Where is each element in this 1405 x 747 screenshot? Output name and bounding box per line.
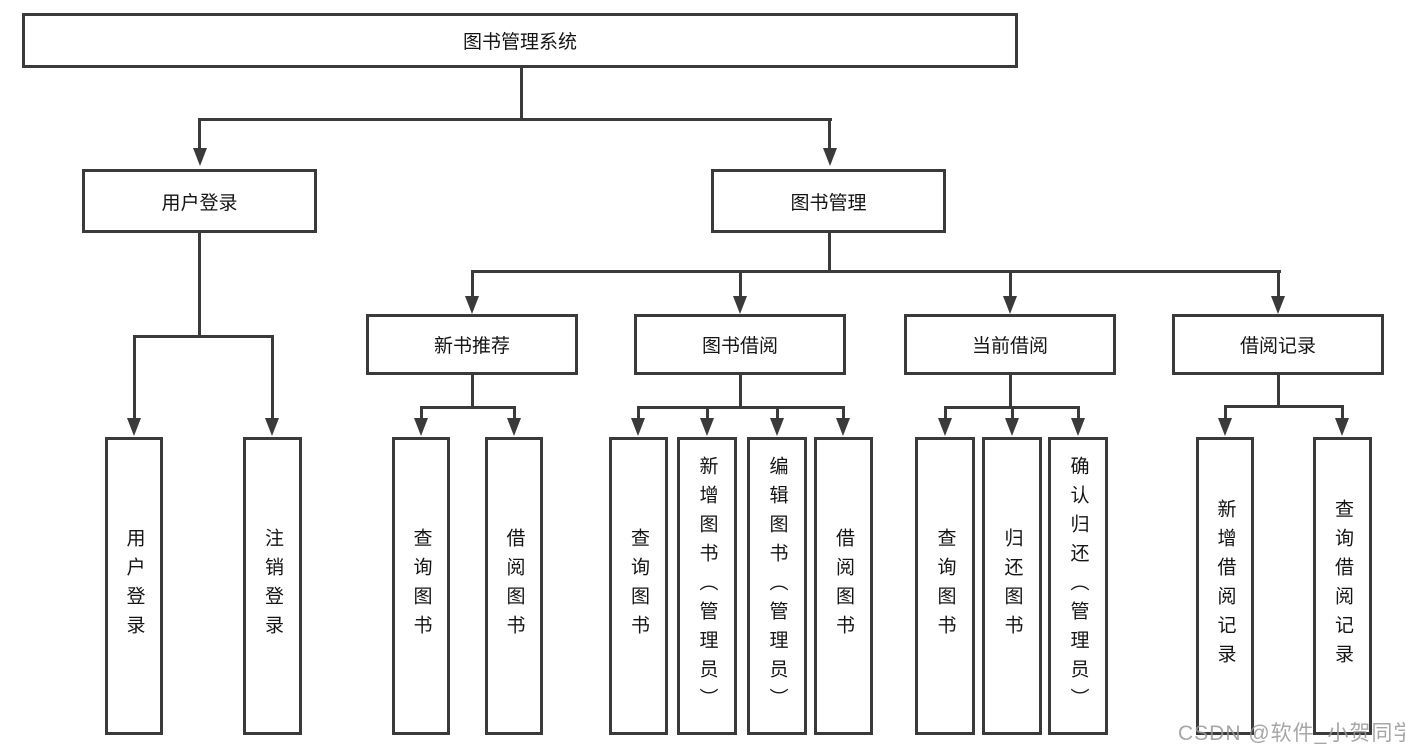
node-current-borrowing: 当前借阅 bbox=[904, 314, 1116, 375]
node-label: 新增借阅记录 bbox=[1214, 499, 1236, 673]
node-book-borrowing: 图书借阅 bbox=[634, 314, 846, 375]
arrowhead-icon bbox=[507, 418, 521, 436]
connector-leaf-drop bbox=[1011, 406, 1014, 418]
leaf-query-books-new: 查询图书 bbox=[392, 437, 450, 735]
connector-leaf-drop bbox=[513, 406, 516, 418]
arrowhead-icon bbox=[414, 418, 428, 436]
connector-level3-drop bbox=[739, 270, 742, 296]
connector-leaf-drop bbox=[1077, 406, 1080, 418]
connector-root-stem bbox=[520, 68, 523, 121]
arrowhead-icon bbox=[193, 148, 207, 166]
csdn-watermark: CSDN @软件_小贺同学 bbox=[1178, 722, 1405, 745]
node-user-login: 用户登录 bbox=[82, 169, 317, 233]
connector-new-books-rail bbox=[420, 406, 516, 409]
connector-level3-rail bbox=[471, 270, 1281, 273]
node-label: 图书管理系统 bbox=[462, 32, 577, 53]
connector-user-login-stem bbox=[198, 233, 201, 338]
leaf-query-books-borrowing: 查询图书 bbox=[609, 437, 668, 735]
leaf-user-login: 用户登录 bbox=[105, 437, 163, 735]
connector-level2-rail bbox=[198, 118, 832, 121]
connector-level3-drop bbox=[471, 270, 474, 296]
leaf-borrow-books-borrowing: 借阅图书 bbox=[814, 437, 873, 735]
connector-leaf-drop bbox=[776, 406, 779, 418]
arrowhead-icon bbox=[1003, 296, 1017, 314]
connector-book-mgmt-stem bbox=[828, 233, 831, 273]
connector-leaf-drop bbox=[1341, 405, 1344, 418]
leaf-query-borrow-record: 查询借阅记录 bbox=[1313, 437, 1372, 735]
connector-level3-drop bbox=[1277, 270, 1280, 296]
arrowhead-icon bbox=[1271, 296, 1285, 314]
arrowhead-icon bbox=[1335, 418, 1349, 436]
arrowhead-icon bbox=[631, 418, 645, 436]
node-label: 查询借阅记录 bbox=[1332, 499, 1353, 673]
arrowhead-icon bbox=[700, 418, 714, 436]
arrowhead-icon bbox=[1005, 418, 1019, 436]
connector-current-borrowing-stem bbox=[1009, 375, 1012, 409]
arrowhead-icon bbox=[465, 296, 479, 314]
node-borrowing-records: 借阅记录 bbox=[1172, 314, 1384, 375]
arrowhead-icon bbox=[127, 418, 141, 436]
leaf-confirm-return-admin: 确认归还（管理员） bbox=[1048, 437, 1108, 735]
arrowhead-icon bbox=[938, 418, 952, 436]
node-label: 当前借阅 bbox=[971, 336, 1048, 357]
node-library-management-system: 图书管理系统 bbox=[22, 13, 1018, 68]
node-label: 注销登录 bbox=[262, 528, 283, 644]
leaf-add-borrow-record: 新增借阅记录 bbox=[1196, 437, 1254, 735]
node-label: 归还图书 bbox=[1001, 528, 1023, 644]
node-label: 借阅图书 bbox=[503, 528, 525, 644]
connector-borrowing-records-rail bbox=[1224, 405, 1344, 408]
connector-leaf-drop bbox=[637, 406, 640, 418]
leaf-logout: 注销登录 bbox=[243, 437, 302, 735]
arrowhead-icon bbox=[836, 418, 850, 436]
arrowhead-icon bbox=[1218, 418, 1232, 436]
leaf-edit-book-admin: 编辑图书（管理员） bbox=[747, 437, 807, 735]
node-label: 借阅记录 bbox=[1239, 336, 1316, 357]
connector-book-mgmt-drop bbox=[828, 118, 831, 148]
node-label: 借阅图书 bbox=[833, 528, 854, 644]
node-label: 查询图书 bbox=[410, 528, 432, 644]
leaf-query-books-current: 查询图书 bbox=[915, 437, 975, 735]
node-label: 图书管理 bbox=[790, 192, 867, 214]
node-label: 图书借阅 bbox=[701, 336, 778, 357]
connector-level3-drop bbox=[1009, 270, 1012, 296]
connector-leaf-drop bbox=[842, 406, 845, 418]
node-label: 新书推荐 bbox=[433, 336, 510, 357]
arrowhead-icon bbox=[770, 418, 784, 436]
arrowhead-icon bbox=[265, 418, 279, 436]
arrowhead-icon bbox=[733, 296, 747, 314]
connector-user-login-drop bbox=[198, 118, 201, 148]
node-label: 查询图书 bbox=[934, 528, 956, 644]
connector-new-books-stem bbox=[471, 375, 474, 409]
node-label: 用户登录 bbox=[161, 192, 238, 214]
leaf-borrow-books-new: 借阅图书 bbox=[485, 437, 543, 735]
node-label: 确认归还（管理员） bbox=[1067, 455, 1089, 717]
node-book-management: 图书管理 bbox=[711, 169, 946, 233]
connector-book-borrowing-stem bbox=[739, 375, 742, 409]
arrowhead-icon bbox=[1071, 418, 1085, 436]
connector-leaf-drop bbox=[706, 406, 709, 418]
connector-leaf-drop bbox=[1224, 405, 1227, 418]
leaf-add-book-admin: 新增图书（管理员） bbox=[677, 437, 737, 735]
node-label: 查询图书 bbox=[628, 528, 649, 644]
node-new-book-recommendation: 新书推荐 bbox=[366, 314, 578, 375]
node-label: 新增图书（管理员） bbox=[696, 455, 718, 717]
connector-book-borrowing-rail bbox=[637, 406, 845, 409]
arrowhead-icon bbox=[823, 148, 837, 166]
leaf-return-books: 归还图书 bbox=[982, 437, 1042, 735]
connector-leaf-drop bbox=[271, 335, 274, 418]
connector-borrowing-records-stem bbox=[1277, 375, 1280, 408]
node-label: 编辑图书（管理员） bbox=[766, 455, 788, 717]
connector-leaf-drop bbox=[944, 406, 947, 418]
connector-leaf-drop bbox=[420, 406, 423, 418]
node-label: 用户登录 bbox=[123, 528, 145, 644]
connector-leaf-drop bbox=[133, 335, 136, 418]
connector-user-login-rail bbox=[133, 335, 274, 338]
